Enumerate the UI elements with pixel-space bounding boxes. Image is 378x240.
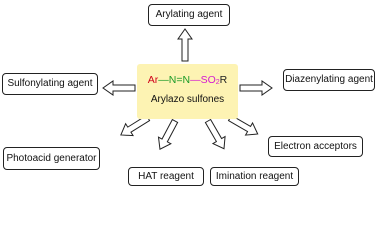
node-electron-acceptors: Electron acceptors bbox=[268, 136, 363, 157]
center-node: Ar—N=N—SO2R Arylazo sulfones bbox=[137, 64, 238, 119]
arrow-to-hat bbox=[153, 117, 182, 154]
node-sulfonylating-agent: Sulfonylating agent bbox=[2, 73, 98, 95]
center-label: Arylazo sulfones bbox=[150, 94, 225, 105]
node-arylating-agent: Arylating agent bbox=[148, 4, 230, 26]
arrow-to-imination bbox=[201, 117, 231, 153]
arrow-to-diazenylating bbox=[239, 80, 273, 96]
arrow-to-arylating bbox=[177, 28, 193, 62]
node-diazenylating-agent: Diazenylating agent bbox=[283, 69, 375, 91]
node-photoacid-generator: Photoacid generator bbox=[3, 147, 100, 170]
arylazo-sulfone-formula: Ar—N=N—SO2R bbox=[147, 74, 228, 86]
node-imination-reagent: Imination reagent bbox=[210, 167, 299, 186]
node-hat-reagent: HAT reagent bbox=[128, 167, 204, 186]
arrow-to-sulfonylating bbox=[102, 80, 136, 96]
